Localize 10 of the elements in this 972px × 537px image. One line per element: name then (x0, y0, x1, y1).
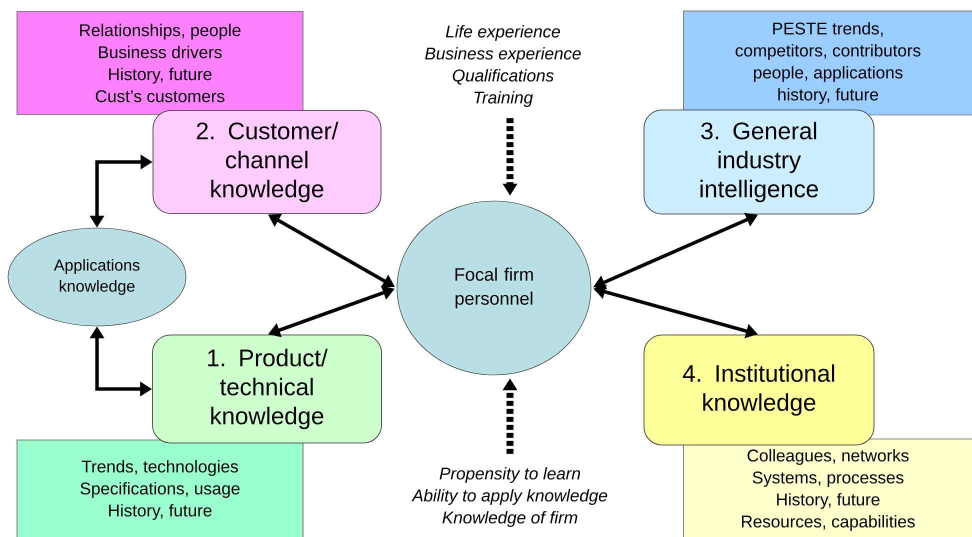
note-box: PESTE trends, competitors, contributors people, applications history, future (683, 10, 972, 116)
note-box: Colleagues, networks Systems, processes History, future Resources, capabilities (683, 438, 972, 537)
input-text: Life experience Business experience Qualifications Training (425, 25, 581, 107)
knowledge-box: 2. Customer/ channel knowledge (152, 110, 382, 214)
knowledge-box: 1. Product/ technical knowledge (152, 334, 382, 444)
note-box: Relationships, people Business drivers History, future Cust’s customers (16, 11, 304, 115)
note-box: Trends, technologies Specifications, usage History, future (16, 440, 304, 537)
knowledge-box: 4. Institutional knowledge (644, 334, 874, 446)
knowledge-box: 3. General industry intelligence (644, 110, 874, 214)
input-text: Propensity to learn Ability to apply knowledge Knowledge of firm (411, 467, 608, 527)
